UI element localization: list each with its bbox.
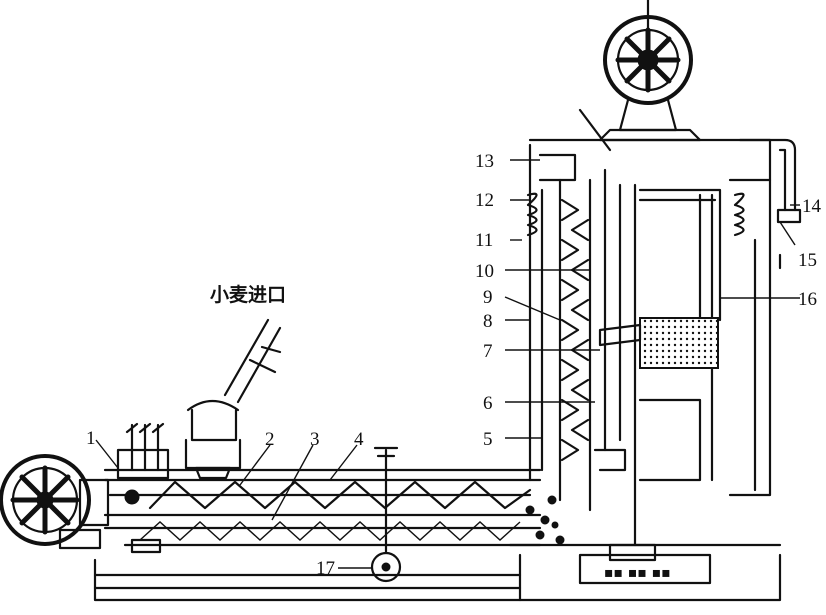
screw-conveyor [103, 468, 565, 547]
label-6: 6 [483, 393, 493, 414]
water-valves [116, 422, 170, 554]
small-pulley-17 [370, 446, 402, 583]
label-8: 8 [483, 311, 493, 332]
label-2: 2 [265, 429, 275, 450]
label-16: 16 [798, 289, 817, 310]
label-15: 15 [798, 250, 817, 271]
label-7: 7 [483, 341, 493, 362]
inlet-label: 小麦进口 [210, 283, 286, 306]
label-1: 1 [86, 428, 96, 449]
leader-lines [95, 159, 800, 569]
part-labels: 小麦进口 1 2 3 4 5 6 7 8 9 10 11 12 13 14 15… [86, 151, 822, 579]
label-13: 13 [475, 151, 494, 172]
label-10: 10 [475, 261, 494, 282]
label-5: 5 [483, 429, 493, 450]
label-14: 14 [802, 196, 822, 217]
paddle-blades [560, 198, 590, 462]
label-9: 9 [483, 287, 493, 308]
drive-pulley-left [0, 454, 110, 550]
svg-text:▪▪ ▪▪ ▪▪: ▪▪ ▪▪ ▪▪ [604, 565, 671, 581]
label-12: 12 [475, 190, 494, 211]
dampening-column [526, 138, 772, 562]
machine-base: ▪▪ ▪▪ ▪▪ [93, 543, 782, 602]
label-11: 11 [475, 230, 493, 251]
label-17: 17 [316, 558, 335, 579]
label-4: 4 [354, 429, 364, 450]
wheat-inlet-hopper [184, 318, 282, 480]
label-3: 3 [310, 429, 320, 450]
water-pipe [738, 138, 802, 270]
top-drive-pulley [578, 0, 702, 152]
